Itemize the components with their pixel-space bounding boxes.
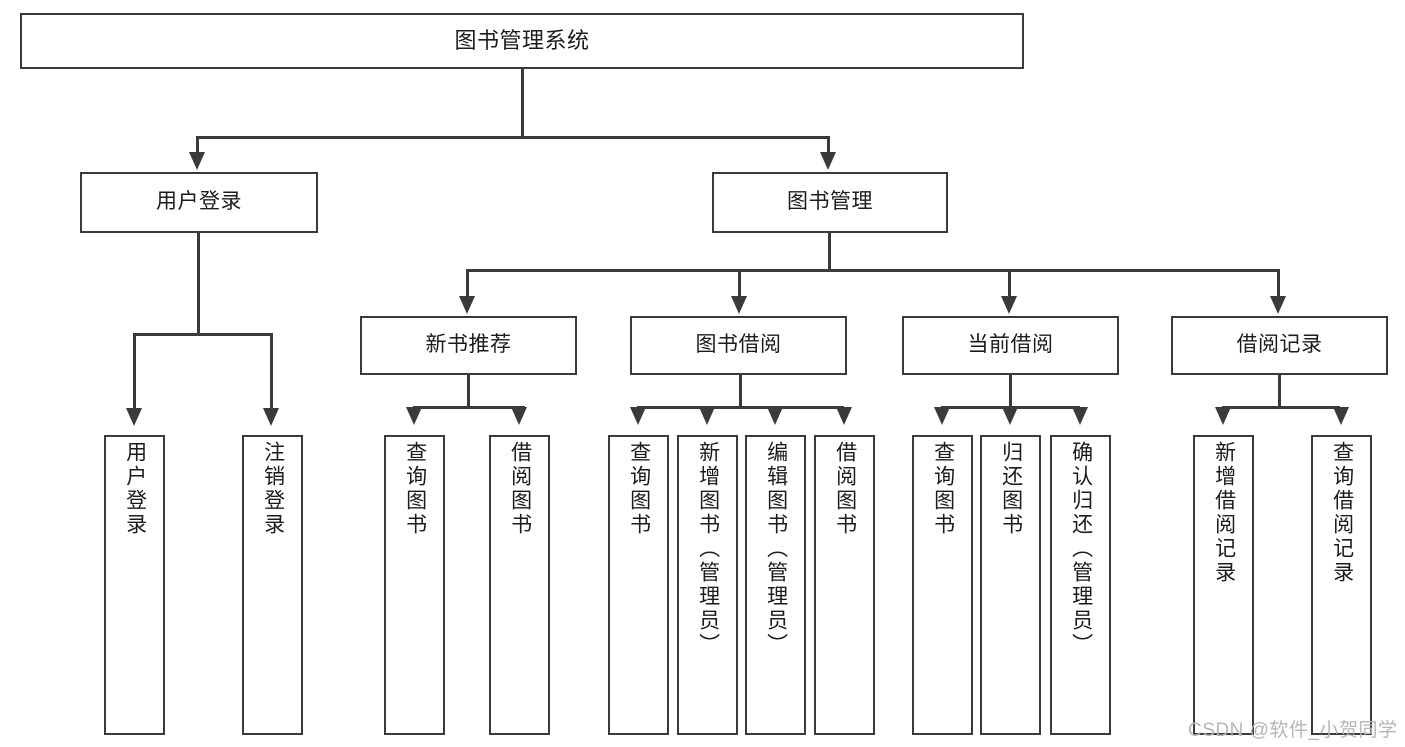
connector-level3-bus xyxy=(466,269,1280,272)
connector-level3-drop-1 xyxy=(466,269,469,299)
leaf-recommend-query-book[interactable]: 查询图书 xyxy=(384,435,445,735)
connector-level3-drop-3 xyxy=(1008,269,1011,299)
leaf-current-return-book[interactable]: 归还图书 xyxy=(980,435,1041,735)
arrow-to-current-leaf-3 xyxy=(1072,407,1088,425)
node-label: 编辑图书（管理员） xyxy=(764,441,788,657)
node-label: 查询图书 xyxy=(627,441,651,537)
arrow-to-current-leaf-1 xyxy=(934,407,950,425)
node-label: 查询图书 xyxy=(931,441,955,537)
arrow-to-recommend-leaf-2 xyxy=(511,407,527,425)
arrow-to-leaf-user-login xyxy=(126,408,142,426)
node-label: 归还图书 xyxy=(999,441,1023,537)
connector-borrow-stem xyxy=(739,375,742,409)
node-label: 用户登录 xyxy=(123,441,147,537)
arrow-to-borrow-leaf-2 xyxy=(699,407,715,425)
leaf-current-confirm-return-admin[interactable]: 确认归还（管理员） xyxy=(1050,435,1111,735)
node-label: 新书推荐 xyxy=(425,333,512,357)
arrow-to-new-book-recommend xyxy=(459,296,475,314)
node-label: 注销登录 xyxy=(261,441,285,537)
arrow-to-current-leaf-2 xyxy=(1002,407,1018,425)
node-label: 用户登录 xyxy=(156,190,242,214)
node-label: 借阅图书 xyxy=(833,441,857,537)
connector-current-stem xyxy=(1009,375,1012,409)
node-label: 图书管理系统 xyxy=(454,28,590,54)
leaf-record-add-record[interactable]: 新增借阅记录 xyxy=(1193,435,1254,735)
arrow-to-book-manage xyxy=(820,152,836,170)
node-label: 确认归还（管理员） xyxy=(1069,441,1093,657)
connector-level2-bus xyxy=(196,136,830,139)
connector-borrow-bus xyxy=(637,406,844,409)
connector-root-stem xyxy=(521,69,524,138)
arrow-to-borrow-leaf-3 xyxy=(767,407,783,425)
node-label: 借阅记录 xyxy=(1236,333,1323,357)
arrow-to-record-leaf-2 xyxy=(1333,407,1349,425)
leaf-borrow-add-book-admin[interactable]: 新增图书（管理员） xyxy=(677,435,738,735)
node-label: 新增借阅记录 xyxy=(1212,441,1236,585)
arrow-to-book-borrow xyxy=(731,296,747,314)
arrow-to-borrow-leaf-1 xyxy=(630,407,646,425)
node-user-login[interactable]: 用户登录 xyxy=(80,172,318,233)
connector-user-login-drop-1 xyxy=(133,333,136,411)
connector-level3-drop-2 xyxy=(738,269,741,299)
node-label: 查询图书 xyxy=(403,441,427,537)
node-label: 当前借阅 xyxy=(967,333,1054,357)
connector-user-login-bus xyxy=(133,333,273,336)
node-label: 新增图书（管理员） xyxy=(696,441,720,657)
arrow-to-recommend-leaf-1 xyxy=(406,407,422,425)
node-label: 查询借阅记录 xyxy=(1330,441,1354,585)
connector-record-stem xyxy=(1278,375,1281,409)
arrow-to-borrow-leaf-4 xyxy=(836,407,852,425)
connector-recommend-stem xyxy=(467,375,470,409)
leaf-record-query-record[interactable]: 查询借阅记录 xyxy=(1311,435,1372,735)
leaf-recommend-borrow-book[interactable]: 借阅图书 xyxy=(489,435,550,735)
connector-recommend-bus xyxy=(413,406,525,409)
leaf-borrow-query-book[interactable]: 查询图书 xyxy=(608,435,669,735)
connector-record-bus xyxy=(1222,406,1340,409)
connector-level2-drop-2 xyxy=(827,136,830,156)
arrow-to-current-borrow xyxy=(1001,296,1017,314)
leaf-user-login[interactable]: 用户登录 xyxy=(104,435,165,735)
leaf-logout[interactable]: 注销登录 xyxy=(242,435,303,735)
node-root-library-system[interactable]: 图书管理系统 xyxy=(20,13,1024,69)
arrow-to-user-login xyxy=(189,152,205,170)
leaf-borrow-edit-book-admin[interactable]: 编辑图书（管理员） xyxy=(745,435,806,735)
leaf-borrow-borrow-book[interactable]: 借阅图书 xyxy=(814,435,875,735)
arrow-to-record-leaf-1 xyxy=(1215,407,1231,425)
node-book-management[interactable]: 图书管理 xyxy=(712,172,948,233)
node-label: 图书管理 xyxy=(787,190,873,214)
node-borrow-record[interactable]: 借阅记录 xyxy=(1171,316,1388,375)
connector-book-manage-stem xyxy=(828,233,831,272)
leaf-current-query-book[interactable]: 查询图书 xyxy=(912,435,973,735)
connector-level3-drop-4 xyxy=(1277,269,1280,299)
node-label: 图书借阅 xyxy=(695,333,782,357)
node-book-borrow[interactable]: 图书借阅 xyxy=(630,316,847,375)
arrow-to-leaf-logout xyxy=(263,408,279,426)
node-new-book-recommend[interactable]: 新书推荐 xyxy=(360,316,577,375)
connector-level2-drop-1 xyxy=(196,136,199,156)
connector-user-login-stem xyxy=(197,233,200,335)
connector-user-login-drop-2 xyxy=(270,333,273,411)
node-current-borrow[interactable]: 当前借阅 xyxy=(902,316,1119,375)
node-label: 借阅图书 xyxy=(508,441,532,537)
arrow-to-borrow-record xyxy=(1270,296,1286,314)
